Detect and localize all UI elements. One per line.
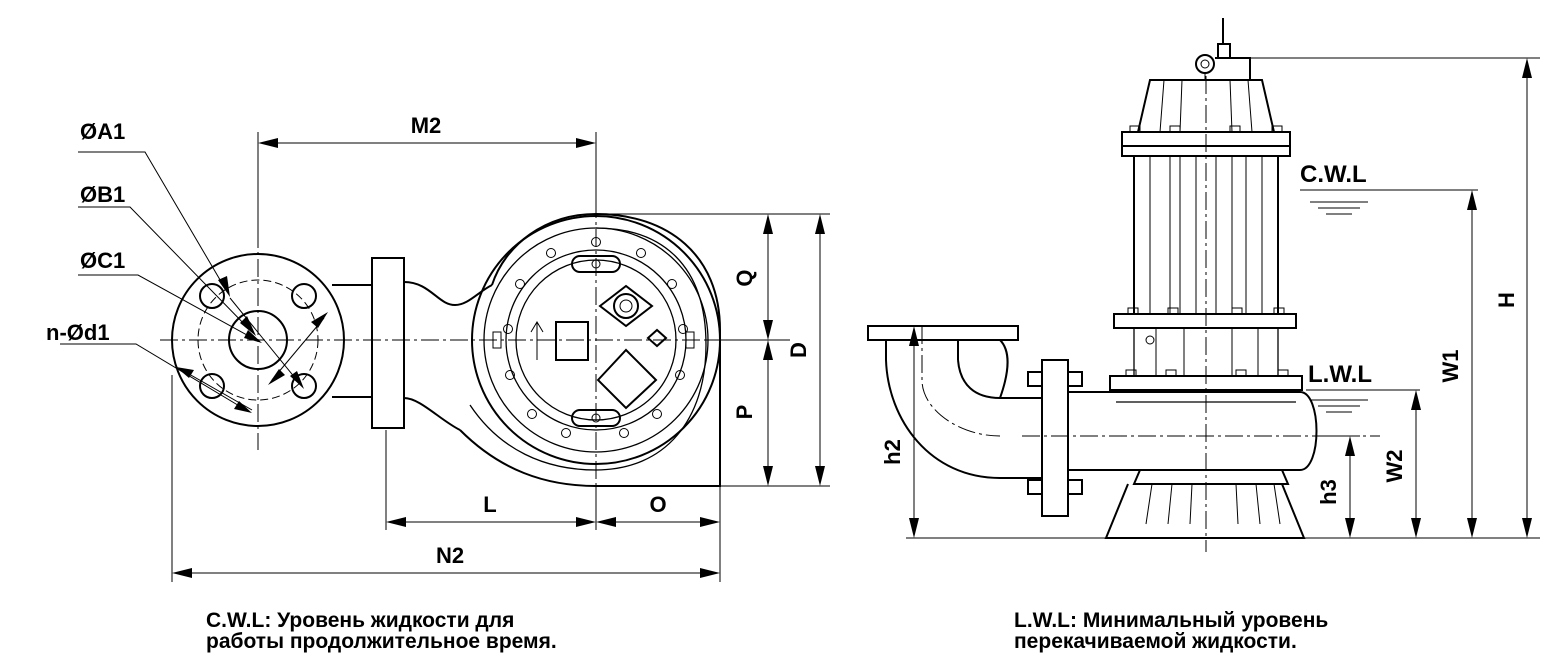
centerlines-top — [160, 200, 775, 505]
water-levels: C.W.L L.W.L — [1300, 161, 1478, 413]
label-h: H — [1494, 292, 1519, 308]
label-w2: W2 — [1382, 450, 1407, 483]
label-p: P — [732, 405, 757, 420]
note-cwl-line2: работы продолжительное время. — [206, 630, 557, 653]
lwl-label: L.W.L — [1308, 361, 1372, 388]
label-w1: W1 — [1438, 350, 1463, 383]
centerlines-side — [906, 76, 1540, 552]
leader-lines-top — [60, 151, 328, 413]
label-h2: h2 — [880, 439, 905, 465]
dimension-lines-side — [909, 58, 1532, 538]
label-c1: ØC1 — [80, 248, 125, 273]
top-view: ØA1 ØB1 ØC1 n-Ød1 M2 L O N2 Q P D — [46, 113, 830, 582]
note-lwl-line2: перекачиваемой жидкости. — [1014, 630, 1297, 653]
extension-lines-side — [1248, 57, 1540, 437]
labels-side: H W1 W2 h3 h2 — [880, 292, 1519, 505]
label-d: D — [786, 342, 811, 358]
cwl-label: C.W.L — [1300, 161, 1367, 188]
label-a1: ØA1 — [80, 119, 125, 144]
cable-and-eye — [1195, 18, 1251, 81]
labels-top: ØA1 ØB1 ØC1 n-Ød1 M2 L O N2 Q P D — [46, 113, 811, 568]
label-q: Q — [732, 269, 757, 286]
volute-side — [867, 325, 1318, 539]
label-nd1: n-Ød1 — [46, 320, 110, 345]
label-m2: M2 — [411, 113, 442, 138]
extension-lines-top — [171, 132, 830, 582]
note-cwl-line1: C.W.L: Уровень жидкости для — [206, 609, 515, 632]
side-view: C.W.L L.W.L — [867, 18, 1540, 552]
dimension-lines-top — [172, 138, 825, 578]
note-lwl-line1: L.W.L: Минимальный уровень — [1014, 609, 1329, 632]
label-o: O — [649, 492, 666, 517]
label-h3: h3 — [1316, 479, 1341, 505]
label-b1: ØB1 — [80, 182, 125, 207]
volute-top — [459, 212, 721, 487]
label-n2: N2 — [436, 543, 464, 568]
label-l: L — [483, 492, 496, 517]
pipe-and-flange-top — [332, 257, 493, 431]
